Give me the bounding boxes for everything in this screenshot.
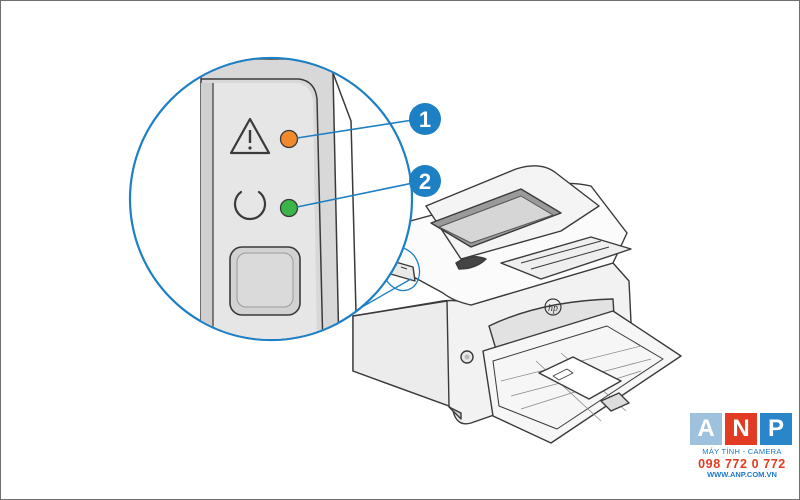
- callout-2-number: 2: [419, 169, 431, 194]
- attention-led: [279, 129, 299, 149]
- control-panel-zoom: [128, 56, 414, 342]
- warning-icon: [229, 117, 271, 155]
- callout-1: 1: [296, 103, 441, 139]
- power-ready-icon: [233, 190, 267, 221]
- logo-letter-a: A: [690, 413, 722, 445]
- logo-tagline: MÁY TÍNH - CAMERA: [702, 447, 782, 456]
- anp-watermark-logo: A N P MÁY TÍNH - CAMERA 098 772 0 772 WW…: [690, 413, 794, 495]
- logo-tiles: A N P: [690, 413, 794, 445]
- printer: [352, 165, 682, 444]
- callout-1-number: 1: [419, 107, 431, 132]
- logo-url: WWW.ANP.COM.VN: [707, 470, 777, 479]
- logo-phone: 098 772 0 772: [698, 456, 786, 471]
- hp-logo-icon: hp: [544, 298, 562, 316]
- ready-led: [279, 198, 299, 218]
- paper-guide: [538, 356, 622, 400]
- logo-letter-p: P: [760, 413, 792, 445]
- printer-side: [352, 300, 450, 407]
- logo-letter-n: N: [725, 413, 757, 445]
- brand-mark: hp: [548, 303, 558, 314]
- callout-2: 2: [296, 165, 441, 208]
